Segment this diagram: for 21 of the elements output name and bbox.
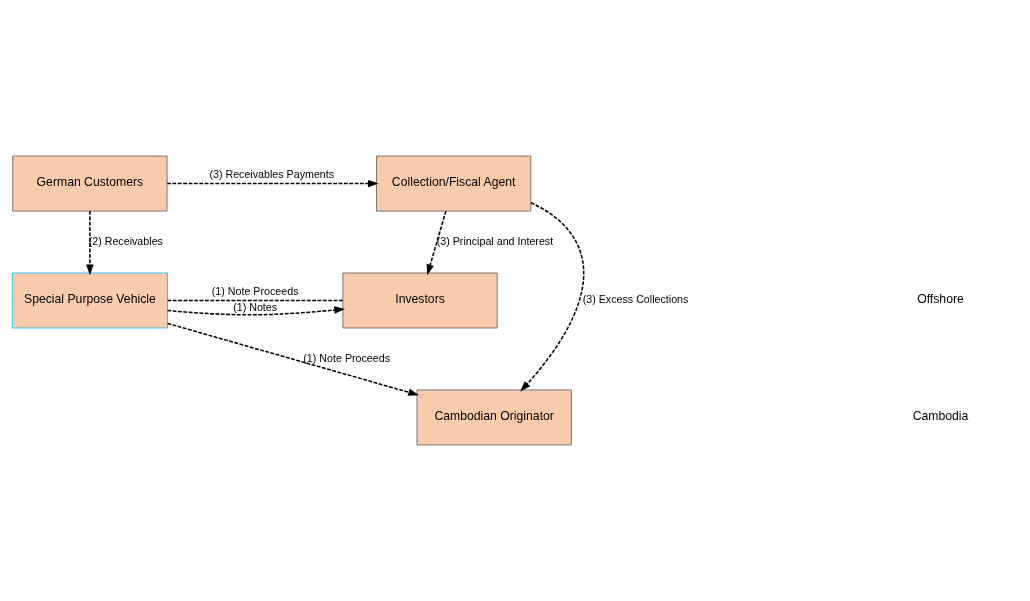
arrow <box>520 201 585 392</box>
edge-label: (1) Note Proceeds <box>211 285 299 298</box>
node-box: Investors <box>342 272 498 329</box>
arrow <box>166 306 345 316</box>
node-box: Collection/Fiscal Agent <box>376 155 532 212</box>
edge-label: (1) Notes <box>233 301 278 314</box>
edge-label: (3) Receivables Payments <box>209 168 335 181</box>
node-box: Cambodian Originator <box>416 389 572 446</box>
node-box: Special Purpose Vehicle <box>11 272 168 329</box>
arrow <box>166 322 419 396</box>
edge-label: (3) Excess Collections <box>582 293 689 306</box>
edge-label: (3) Principal and Interest <box>436 234 554 247</box>
arrow <box>166 179 379 188</box>
edge-label: (2) Receivables <box>88 234 163 247</box>
arrow <box>86 210 94 276</box>
label: Offshore <box>917 292 964 307</box>
arrow <box>426 210 447 276</box>
node-box: German Customers <box>12 155 168 212</box>
edge-label: (1) Note Proceeds <box>303 351 391 364</box>
label: Cambodia <box>912 409 969 424</box>
connector <box>166 299 344 302</box>
